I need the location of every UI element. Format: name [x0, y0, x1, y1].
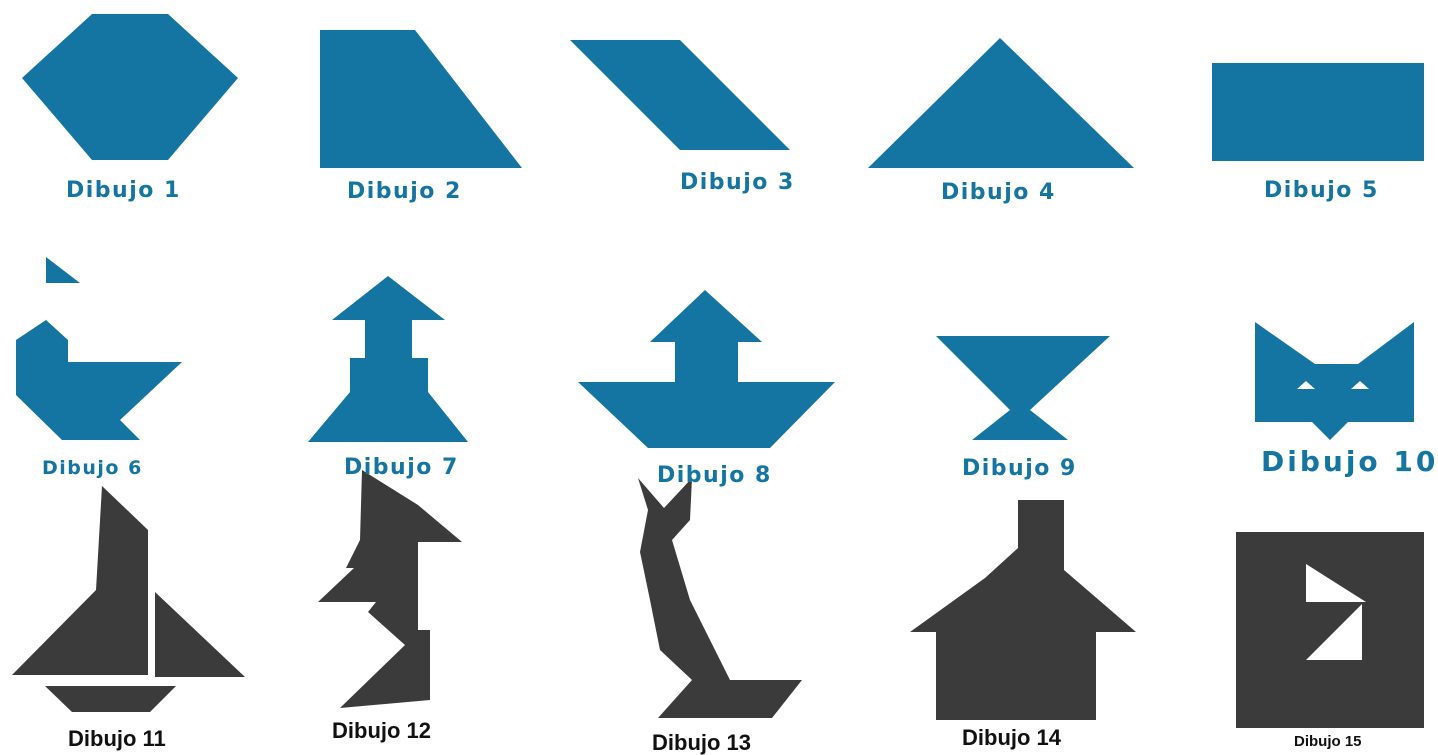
figure-10-right-eye [1351, 381, 1369, 389]
figure-3-label: Dibujo 3 [680, 170, 795, 195]
figure-9-label: Dibujo 9 [962, 456, 1077, 481]
figure-11-label: Dibujo 11 [68, 726, 166, 751]
figure-1-hexagon [22, 14, 238, 160]
figure-6-label: Dibujo 6 [42, 457, 143, 479]
figure-9-hourglass [936, 336, 1110, 440]
figure-11-jib-sail [155, 592, 245, 677]
figure-8-boat [578, 290, 835, 448]
figure-6-swan [16, 257, 182, 440]
figure-15-upper-cutout [1306, 564, 1366, 602]
figure-13-cat [638, 478, 802, 718]
figure-13-label: Dibujo 13 [652, 730, 752, 755]
figure-2-trapezoid [320, 30, 522, 168]
figure-10-cat-face [1255, 322, 1414, 440]
figure-15-label: Dibujo 15 [1294, 733, 1362, 750]
figure-2-label: Dibujo 2 [347, 179, 462, 204]
figure-7-label: Dibujo 7 [344, 455, 459, 480]
figure-4-label: Dibujo 4 [941, 180, 1056, 205]
figure-11-main-sail [12, 486, 148, 675]
figure-11-hull [45, 686, 176, 712]
figure-14-house [910, 500, 1136, 720]
figure-4-triangle [868, 38, 1134, 168]
figure-3-parallelogram [570, 40, 790, 150]
figure-8-label: Dibujo 8 [657, 463, 772, 488]
figure-15-lower-cutout [1306, 604, 1362, 660]
figure-5-rectangle [1212, 63, 1424, 161]
figure-14-label: Dibujo 14 [962, 725, 1062, 750]
figure-5-label: Dibujo 5 [1264, 178, 1379, 203]
figure-12-figure [318, 470, 462, 708]
figure-10-left-eye [1297, 381, 1315, 389]
figure-10-label: Dibujo 10 [1261, 445, 1438, 478]
figure-15-square [1236, 532, 1424, 728]
figure-11-sailboat [12, 486, 245, 712]
figure-12-label: Dibujo 12 [332, 718, 432, 743]
figure-7-lighthouse [308, 276, 468, 442]
figure-1-label: Dibujo 1 [66, 178, 181, 203]
